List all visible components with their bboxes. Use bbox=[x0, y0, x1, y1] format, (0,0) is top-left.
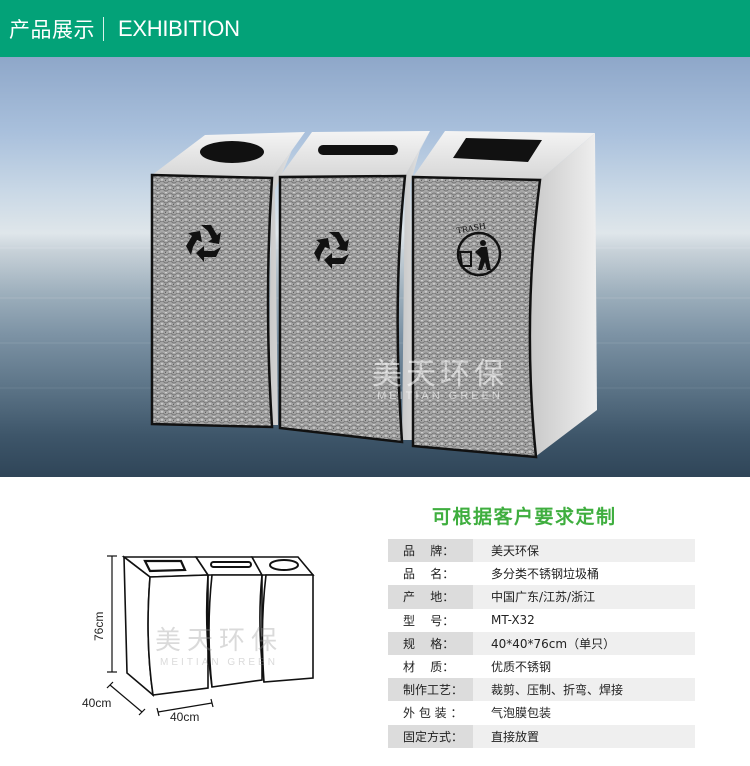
spec-row-brand: 品 牌： 美天环保 bbox=[388, 539, 695, 563]
spec-label: 外 包 装 ： bbox=[403, 706, 463, 721]
spec-row-origin: 产 地： 中国广东/江苏/浙江 bbox=[388, 585, 695, 609]
spec-value: 中国广东/江苏/浙江 bbox=[491, 590, 596, 605]
dimension-diagram bbox=[106, 555, 315, 717]
spec-value: 多分类不锈钢垃圾桶 bbox=[491, 567, 600, 582]
spec-label: 材 质： bbox=[403, 660, 455, 675]
diagram-watermark: 美天环保 MEITIAN GREEN bbox=[155, 626, 284, 668]
spec-label: 型 号： bbox=[403, 613, 455, 628]
bin-3-square-opening: TRASH bbox=[411, 131, 597, 459]
spec-label: 品 牌： bbox=[388, 539, 473, 563]
recycle-icon bbox=[186, 225, 221, 262]
header-title-en: EXHIBITION bbox=[118, 15, 240, 41]
width-dimension-label: 40cm bbox=[170, 710, 200, 724]
photo-watermark: 美天环保 MEITIAN GREEN bbox=[372, 357, 508, 402]
spec-row-packaging: 外 包 装 ： 气泡膜包装 bbox=[388, 701, 695, 724]
header-divider bbox=[103, 16, 104, 41]
spec-row-size: 规 格： 40*40*76cm（单只） bbox=[388, 631, 695, 655]
bin-2-slot-opening bbox=[278, 131, 430, 444]
spec-row-model: 型 号： MT-X32 bbox=[388, 609, 695, 632]
spec-value: 直接放置 bbox=[491, 729, 540, 744]
trash-person-icon: TRASH bbox=[456, 221, 502, 277]
spec-label: 产 地： bbox=[388, 585, 473, 609]
slot-opening-icon bbox=[318, 145, 398, 155]
spec-label: 固定方式： bbox=[388, 724, 473, 748]
spec-value: MT-X32 bbox=[491, 613, 535, 628]
trash-bins-illustration: TRASH bbox=[150, 131, 597, 459]
spec-table: 品 牌： 美天环保 品 名： 多分类不锈钢垃圾桶 产 地： 中国广东/江苏/浙江… bbox=[388, 539, 695, 748]
spec-row-installation: 固定方式： 直接放置 bbox=[388, 724, 695, 748]
header-title-cn: 产品展示 bbox=[9, 17, 95, 42]
customization-title: 可根据客户要求定制 bbox=[432, 506, 617, 528]
spec-value: 气泡膜包装 bbox=[491, 706, 552, 721]
spec-row-name: 品 名： 多分类不锈钢垃圾桶 bbox=[388, 562, 695, 585]
height-dimension-label: 76cm bbox=[92, 611, 106, 641]
spec-label: 制作工艺： bbox=[388, 678, 473, 702]
product-photo: TRASH 美天环保 MEITIAN GREEN bbox=[0, 57, 750, 477]
spec-row-material: 材 质： 优质不锈钢 bbox=[388, 655, 695, 678]
recycle-icon bbox=[314, 232, 349, 269]
spec-value: 裁剪、压制、折弯、焊接 bbox=[491, 683, 624, 698]
depth-dimension-label: 40cm bbox=[82, 696, 112, 710]
square-opening-icon bbox=[453, 138, 542, 162]
section-header: 产品展示 EXHIBITION bbox=[0, 0, 750, 57]
spec-row-process: 制作工艺： 裁剪、压制、折弯、焊接 bbox=[388, 678, 695, 702]
bin-1-round-opening bbox=[150, 132, 305, 429]
spec-label: 品 名： bbox=[403, 567, 455, 582]
spec-value: 40*40*76cm（单只） bbox=[491, 636, 616, 651]
spec-label: 规 格： bbox=[388, 631, 473, 655]
spec-value: 优质不锈钢 bbox=[491, 660, 552, 675]
spec-value: 美天环保 bbox=[491, 544, 540, 559]
round-opening-icon bbox=[200, 141, 264, 163]
